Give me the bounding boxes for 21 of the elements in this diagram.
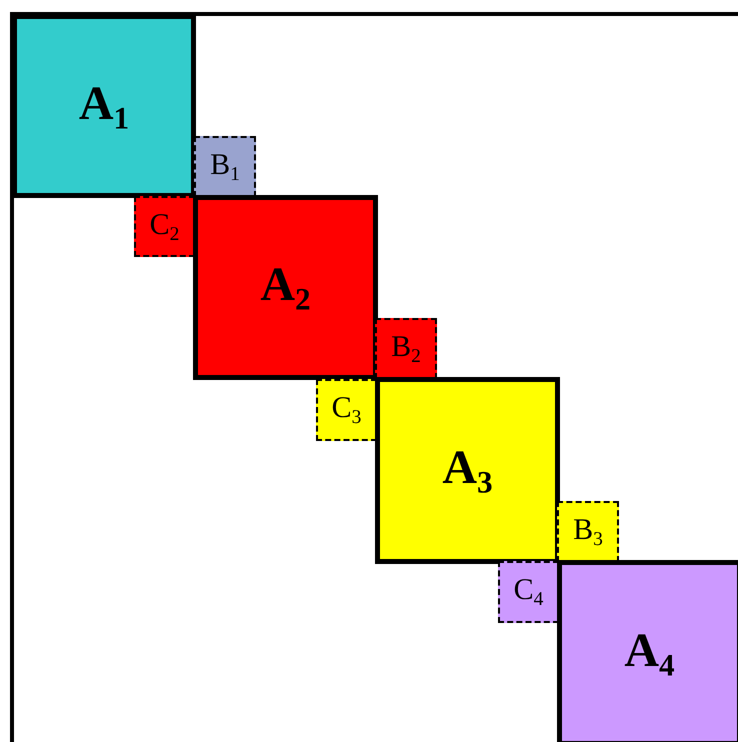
off-diagonal-block	[498, 561, 559, 623]
block-label: A$_{3}$	[441, 440, 494, 502]
off-diagonal-block	[316, 379, 377, 441]
off-diagonal-block	[134, 196, 195, 257]
block-label: C$_{4}$	[512, 572, 544, 612]
block-label: A$_{1}$	[78, 76, 130, 138]
block-label: A$_{2}$	[259, 257, 312, 319]
block-label: C$_{2}$	[148, 206, 180, 246]
diagonal-block	[193, 195, 378, 380]
block-label: B$_{1}$	[209, 146, 241, 186]
diagonal-block	[375, 377, 560, 564]
off-diagonal-block	[375, 318, 437, 379]
block-label: C$_{3}$	[330, 390, 362, 430]
off-diagonal-block	[557, 501, 619, 562]
block-label: B$_{2}$	[390, 328, 422, 368]
block-label: A$_{4}$	[623, 622, 676, 684]
matrix-frame	[10, 12, 738, 742]
off-diagonal-block	[194, 136, 256, 197]
diagonal-block	[557, 560, 738, 742]
block-label: B$_{3}$	[572, 512, 604, 552]
diagonal-block	[12, 14, 196, 198]
